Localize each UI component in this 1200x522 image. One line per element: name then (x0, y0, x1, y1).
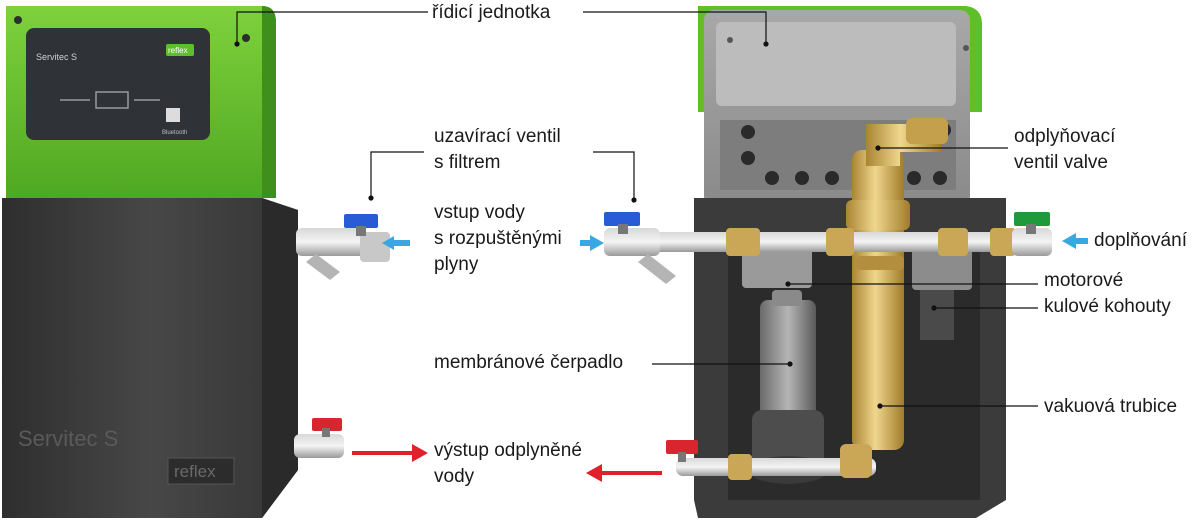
label-vacuum-tube: vakuová trubice (1044, 396, 1178, 417)
label-motor-valves: motorové kulové kohouty (1044, 270, 1171, 317)
red-valve-handle-icon (312, 418, 342, 431)
screw-icon (14, 16, 22, 24)
label-water-outlet: výstup odplyněné vody (434, 440, 582, 487)
housing-brand-plate (167, 457, 235, 485)
label-control-unit: řídicí jednotka (432, 2, 551, 23)
label-water-inlet: vstup vody s rozpuštěnými plyny (434, 202, 562, 275)
panel-brand: reflex (168, 46, 188, 55)
blue-valve-handle-icon (604, 212, 640, 226)
closed-unit-housing (2, 198, 298, 518)
screw-icon (242, 34, 250, 42)
outlet-arrow-right-icon (586, 464, 662, 482)
refill-arrow-icon (1062, 233, 1088, 249)
motor-valve-left (742, 244, 812, 288)
leader-shutoff-right (593, 151, 635, 200)
label-membrane-pump: membránové čerpadlo (434, 352, 624, 373)
inlet-arrow-left-icon (382, 236, 410, 250)
inlet-arrow-right-icon (580, 235, 604, 251)
control-panel-display (26, 28, 210, 140)
open-unit (604, 6, 1052, 518)
outlet-arrow-left-icon (352, 444, 428, 462)
red-valve-handle-icon (666, 440, 698, 454)
leader-control-unit-right (583, 11, 767, 44)
green-valve-handle-icon (1014, 212, 1050, 226)
housing-brand: reflex (174, 462, 216, 481)
blue-valve-handle-icon (344, 214, 378, 228)
label-refill: doplňování (1094, 230, 1187, 251)
leader-control-unit-left (236, 11, 428, 44)
leader-lines (236, 11, 1038, 407)
membrane-pump (760, 300, 816, 420)
panel-title: Servitec S (36, 52, 77, 62)
panel-bluetooth: Bluetooth (162, 130, 187, 136)
label-shutoff-valve: uzavírací ventil s filtrem (434, 126, 561, 173)
leader-shutoff-left (370, 151, 424, 198)
label-degas-valve: odplyňovací ventil valve (1014, 126, 1116, 173)
housing-name: Servitec S (18, 426, 118, 451)
closed-unit: Servitec S reflex Servitec S reflex Blue… (2, 6, 390, 518)
